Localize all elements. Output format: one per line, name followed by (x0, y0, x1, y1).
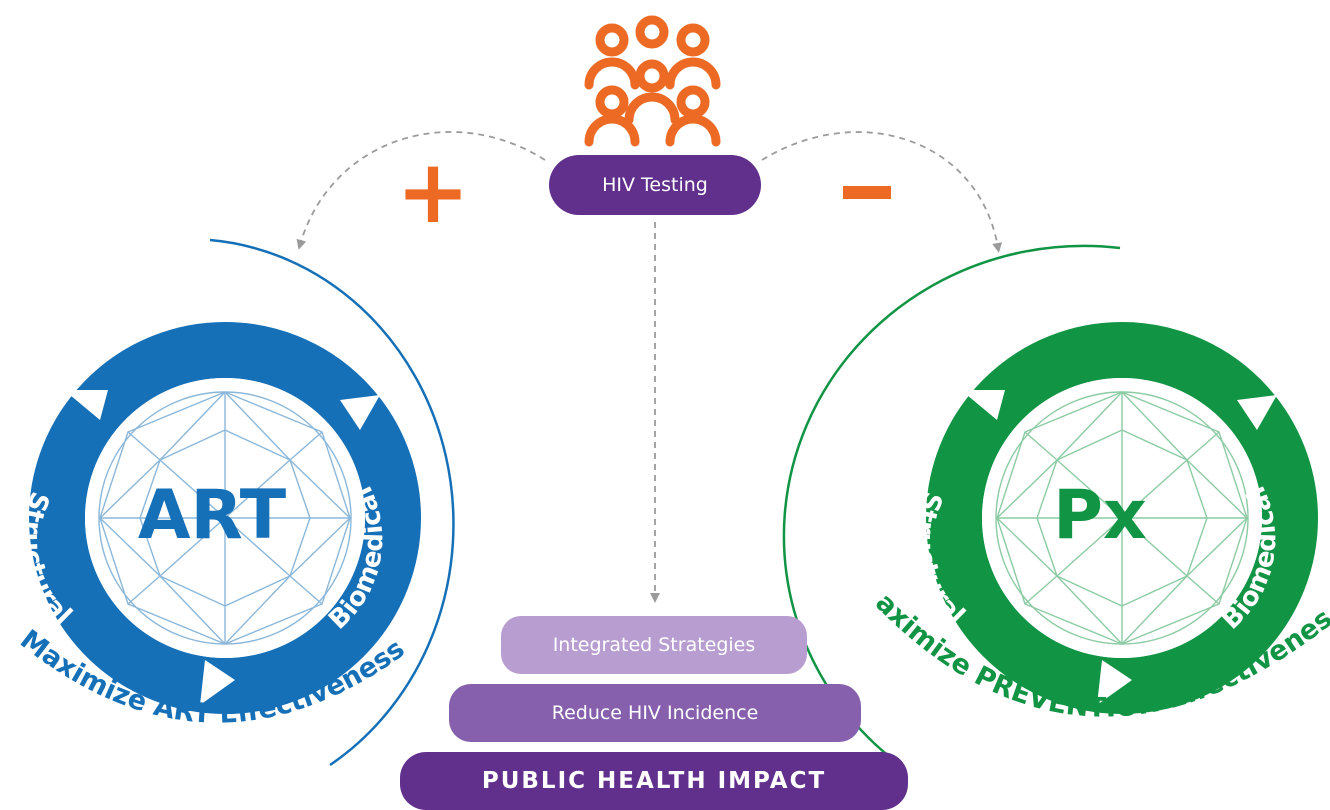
hiv-testing-label: HIV Testing (602, 174, 708, 196)
art-geodesic-sphere (98, 391, 352, 645)
px-cycle: Px Behavioral Biomedical Structural (909, 260, 1318, 714)
hiv-testing-pill: HIV Testing (549, 155, 761, 215)
art-outer-arc (209, 238, 455, 767)
minus-sign (843, 186, 891, 199)
people-group-icon (584, 15, 721, 147)
pyramid-tier-label: PUBLIC HEALTH IMPACT (481, 768, 827, 794)
px-center-label: Px (1053, 476, 1147, 555)
px-segment-behavioral: Behavioral (1037, 260, 1209, 316)
pyramid-tier-public-health-impact: PUBLIC HEALTH IMPACT (400, 752, 908, 810)
plus-sign: + (396, 140, 470, 243)
art-center-label: ART (138, 476, 287, 555)
px-outer-arc (782, 244, 1121, 766)
pyramid-tier-integrated-strategies: Integrated Strategies (501, 616, 807, 674)
px-geodesic-sphere (995, 391, 1249, 645)
px-segment-behavioral-text: Behavioral (1037, 260, 1209, 316)
pyramid-tier-reduce-incidence: Reduce HIV Incidence (449, 684, 861, 742)
pyramid-tier-label: Integrated Strategies (552, 634, 756, 656)
pyramid-tier-label: Reduce HIV Incidence (551, 702, 759, 724)
art-segment-behavioral: Behavioral (140, 260, 312, 316)
arrow-to-px (761, 131, 1003, 253)
art-segment-behavioral-text: Behavioral (140, 260, 312, 316)
art-cycle: ART Behavioral Biomedical Structural (16, 260, 421, 714)
